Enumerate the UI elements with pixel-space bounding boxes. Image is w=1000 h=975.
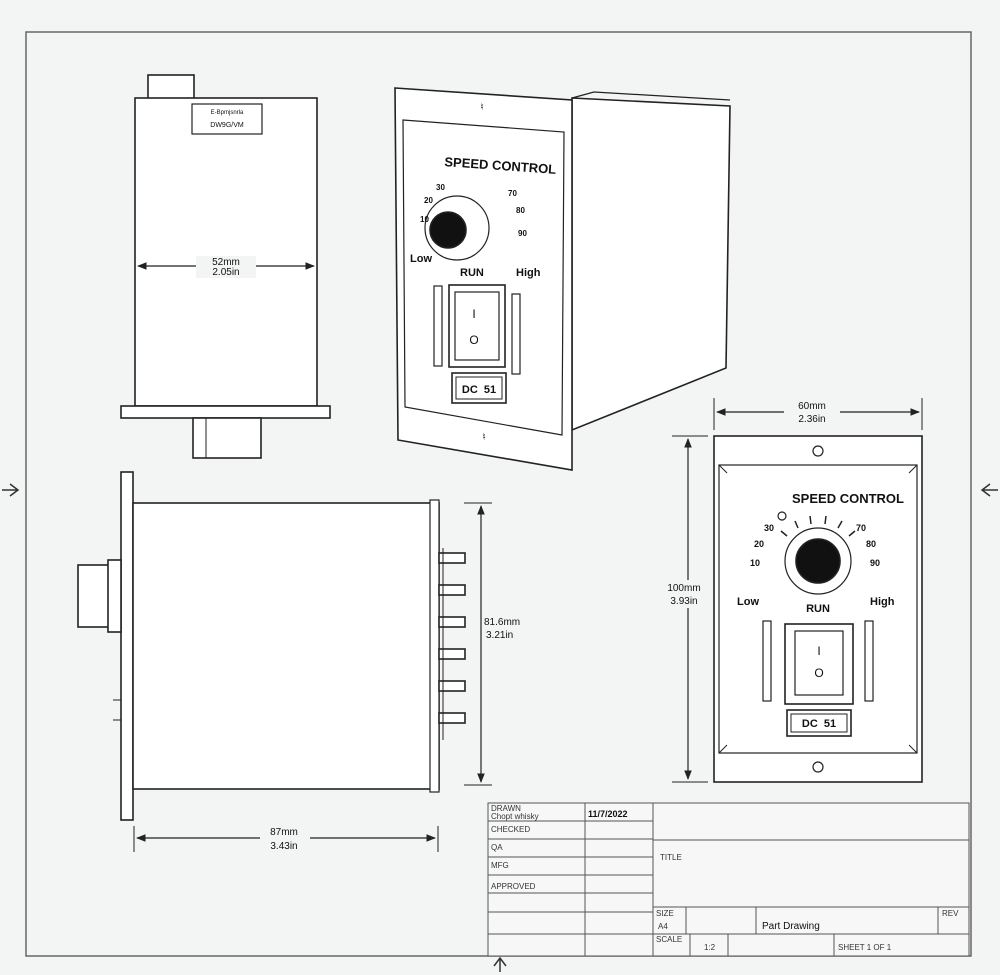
iso-switch-on: I — [472, 307, 475, 321]
dim-top-width-mm: 52mm — [212, 257, 240, 268]
center-mark-left-icon — [2, 483, 20, 497]
iso-model: DC 51 — [462, 384, 496, 396]
side-view — [77, 471, 466, 821]
center-mark-right-icon — [980, 483, 998, 497]
tb-date: 11/7/2022 — [588, 809, 628, 819]
dim-top-width-in: 2.05in — [212, 267, 239, 278]
front-scale-80: 80 — [866, 539, 876, 549]
dim-front-height: 100mm 3.93in — [660, 435, 708, 783]
front-tick-marks — [780, 515, 856, 537]
tb-qa: QA — [491, 843, 503, 852]
front-scale-20: 20 — [754, 539, 764, 549]
dim-side-height-in: 3.21in — [486, 630, 513, 641]
tb-size-label: SIZE — [656, 909, 674, 918]
dim-side-depth: 87mm 3.43in — [133, 824, 439, 852]
iso-scale-20: 20 — [424, 196, 433, 205]
front-model: DC 51 — [802, 718, 836, 730]
iso-scale-30: 30 — [436, 183, 445, 192]
dim-side-height: 81.6mm 3.21in — [464, 502, 520, 786]
iso-view — [394, 87, 731, 471]
dim-top-width: 52mm 2.05in — [137, 256, 315, 278]
tb-scale-value: 1:2 — [704, 943, 716, 952]
dim-front-width-mm: 60mm — [798, 401, 826, 412]
tb-part-name: Part Drawing — [762, 921, 820, 932]
dim-side-height-mm: 81.6mm — [484, 617, 520, 628]
center-mark-bottom-icon — [493, 956, 507, 972]
dim-side-depth-mm: 87mm — [270, 827, 298, 838]
iso-scale-10: 10 — [420, 215, 429, 224]
top-label-line1: E-Bpmjsnrla — [211, 110, 244, 116]
front-switch-on: I — [817, 644, 820, 658]
tb-drawn: DRAWN — [491, 804, 521, 813]
front-scale-10: 10 — [750, 558, 760, 568]
iso-scale-70: 70 — [508, 189, 517, 198]
dim-front-height-in: 3.93in — [670, 596, 697, 607]
top-view — [120, 74, 331, 459]
front-scale-30: 30 — [764, 523, 774, 533]
title-block — [487, 802, 970, 957]
dim-front-width: 60mm 2.36in — [713, 398, 923, 430]
tb-approved: APPROVED — [491, 882, 536, 891]
iso-screw-bottom: ♮ — [482, 432, 486, 443]
front-view — [713, 435, 923, 783]
tb-title-label: TITLE — [660, 853, 682, 862]
iso-scale-90: 90 — [518, 229, 527, 238]
top-label-line2: DW9G/VM — [210, 122, 244, 129]
front-scale-90: 90 — [870, 558, 880, 568]
iso-high: High — [516, 267, 541, 279]
iso-low: Low — [410, 253, 432, 265]
front-title: SPEED CONTROL — [792, 491, 904, 506]
tb-mfg: MFG — [491, 861, 509, 870]
iso-screw-top: ♮ — [480, 102, 484, 113]
tb-drawn-sub: Chopt whisky — [491, 812, 539, 821]
iso-switch-off: O — [469, 333, 478, 347]
front-high: High — [870, 596, 895, 608]
dim-front-width-in: 2.36in — [798, 414, 825, 425]
tb-size-value: A4 — [658, 922, 668, 931]
tb-checked: CHECKED — [491, 825, 530, 834]
front-scale-70: 70 — [856, 523, 866, 533]
iso-run: RUN — [460, 267, 484, 279]
dim-front-height-mm: 100mm — [667, 583, 700, 594]
tb-rev-label: REV — [942, 909, 959, 918]
front-low: Low — [737, 596, 759, 608]
front-switch-off: O — [814, 666, 823, 680]
tb-scale-label: SCALE — [656, 935, 682, 944]
iso-scale-80: 80 — [516, 206, 525, 215]
tb-sheet: SHEET 1 OF 1 — [838, 943, 892, 952]
front-run: RUN — [806, 603, 830, 615]
dim-side-depth-in: 3.43in — [270, 841, 297, 852]
front-indicator-lamp — [777, 511, 787, 521]
